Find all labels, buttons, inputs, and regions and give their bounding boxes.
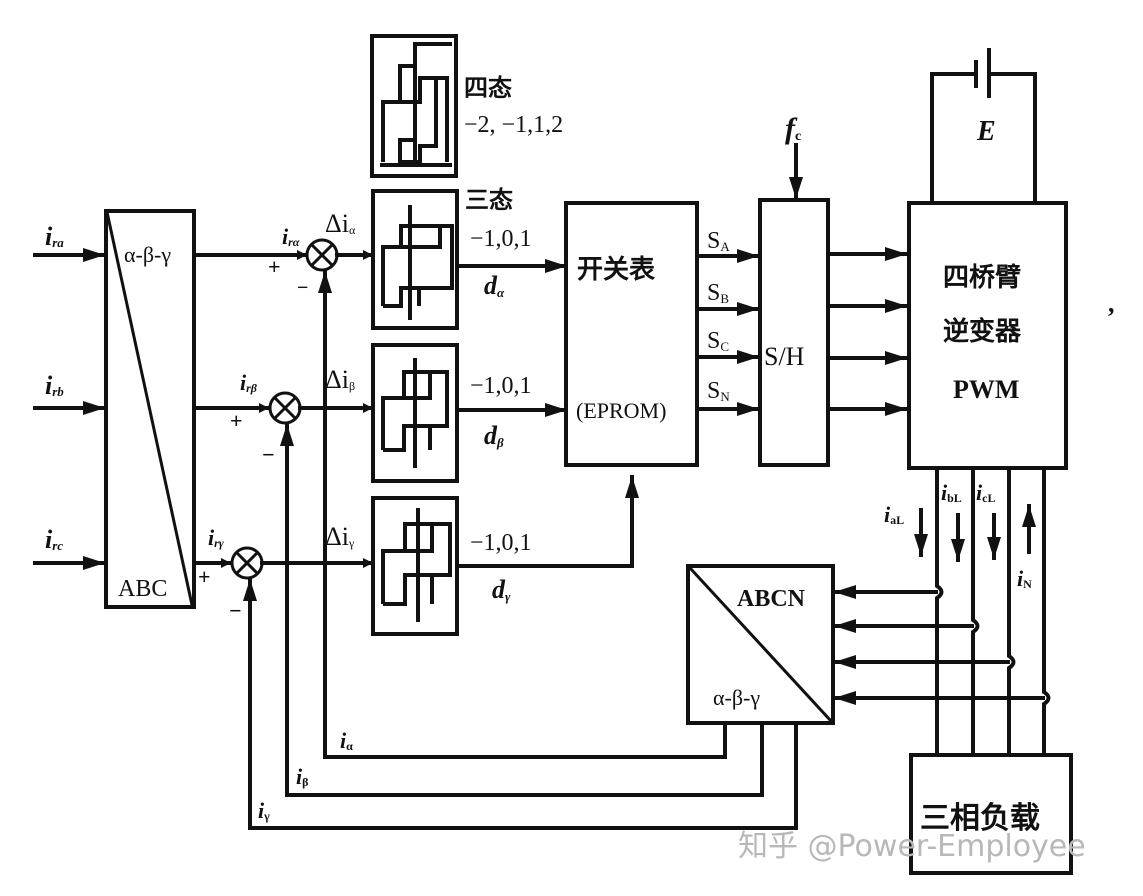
delta-i-alpha-label: Δiα — [325, 209, 356, 238]
d-gamma-line — [455, 475, 639, 568]
signal-sb: SB — [707, 280, 729, 306]
hysteresis-three-state-beta-block: −1,0,1 — [371, 343, 532, 483]
delta-i-beta-label: Δiβ — [325, 365, 355, 394]
svg-text:−: − — [262, 442, 275, 467]
abc-block-top-label: α-β-γ — [124, 242, 171, 267]
hysteresis-four-state-block: 四态 −2, −1,1,2 — [370, 34, 563, 178]
load-current-labels: iaL ibL icL iN — [884, 480, 1036, 591]
svg-text:+: + — [230, 408, 243, 433]
abcn-block-top-label: ABCN — [737, 586, 806, 612]
switch-signals: SA SB SC SN — [695, 228, 760, 416]
svg-text:irγ: irγ — [208, 525, 224, 550]
svg-text:irc: irc — [45, 525, 63, 554]
svg-text:−1,0,1: −1,0,1 — [470, 530, 532, 556]
svg-text:+: + — [268, 254, 281, 279]
hysteresis-three-state-gamma-block: −1,0,1 — [371, 496, 532, 636]
delta-i-gamma-label: Δiγ — [325, 522, 355, 551]
inverter-line1: 四桥臂 — [943, 263, 1021, 293]
feedback-i-beta-label: iβ — [296, 764, 308, 789]
phase-wires — [935, 466, 1051, 757]
summer-gamma: irγ + − — [198, 525, 264, 623]
feedback-lines — [243, 270, 798, 830]
svg-text:irβ: irβ — [240, 370, 258, 395]
input-irc: irc — [33, 525, 106, 570]
svg-text:−1,0,1: −1,0,1 — [470, 226, 532, 252]
svg-text:+: + — [198, 564, 211, 589]
input-irb: irb — [33, 371, 106, 415]
dc-voltage-label: E — [976, 116, 996, 147]
switch-table-block: 开关表 (EPROM) — [564, 201, 699, 467]
four-state-values: −2, −1,1,2 — [464, 112, 563, 138]
switch-table-subtitle: (EPROM) — [576, 398, 666, 423]
four-state-title: 四态 — [464, 74, 512, 102]
switch-table-title: 开关表 — [577, 255, 656, 285]
svg-text:−: − — [297, 277, 308, 299]
signal-sn: SN — [707, 378, 730, 404]
three-phase-load-block: 三相负载 — [909, 753, 1073, 875]
feedback-i-alpha-label: iα — [340, 728, 353, 753]
abcn-to-alpha-beta-gamma-block: ABCN α-β-γ — [686, 564, 835, 725]
svg-text:ibL: ibL — [941, 480, 962, 505]
abc-to-alpha-beta-gamma-block: α-β-γ ABC — [104, 209, 196, 609]
trailing-comma: , — [1108, 289, 1115, 318]
signal-sa: SA — [707, 228, 730, 254]
signal-sc: SC — [707, 328, 729, 354]
measurement-lines — [833, 585, 1045, 705]
four-leg-inverter-block: 四桥臂 逆变器 PWM — [907, 201, 1068, 470]
svg-text:icL: icL — [976, 480, 995, 505]
svg-text:iN: iN — [1017, 566, 1032, 591]
sh-to-inverter-lines — [826, 247, 908, 416]
svg-text:irb: irb — [45, 371, 64, 400]
inverter-line2: 逆变器 — [943, 316, 1022, 347]
clock-fc-label: fc — [785, 112, 801, 145]
d-alpha-label: dα — [484, 271, 505, 300]
input-ira: ira — [33, 222, 106, 262]
inverter-line3: PWM — [953, 375, 1019, 404]
load-label: 三相负载 — [920, 801, 1040, 836]
svg-text:iaL: iaL — [884, 502, 904, 527]
summer-beta: irβ + − — [230, 370, 302, 467]
abc-block-bottom-label: ABC — [118, 576, 167, 602]
svg-text:−1,0,1: −1,0,1 — [470, 373, 532, 399]
sample-hold-label: S/H — [764, 342, 805, 371]
dc-source: E — [930, 48, 1037, 205]
abcn-block-bottom-label: α-β-γ — [713, 685, 760, 710]
d-gamma-label: dγ — [492, 575, 511, 604]
three-state-title: 三态 — [465, 186, 513, 214]
svg-text:irα: irα — [282, 224, 300, 249]
feedback-i-gamma-label: iγ — [258, 798, 270, 823]
sample-hold-block: S/H fc — [758, 112, 830, 467]
summer-alpha: irα + − — [268, 224, 339, 299]
svg-text:−: − — [229, 598, 242, 623]
watermark: 知乎 @Power-Employee — [738, 829, 1086, 864]
hysteresis-three-state-alpha-block: 三态 −1,0,1 — [371, 186, 532, 330]
svg-text:ira: ira — [45, 222, 64, 251]
d-beta-label: dβ — [484, 421, 504, 450]
